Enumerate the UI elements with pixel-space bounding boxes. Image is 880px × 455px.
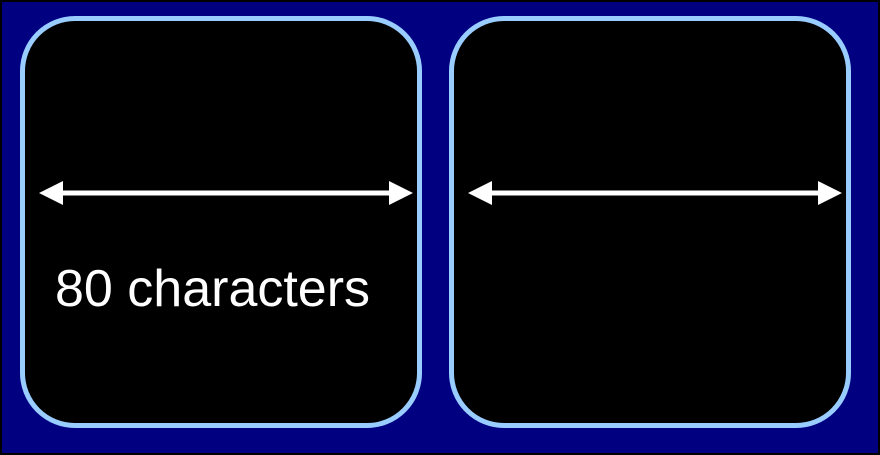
width-caption: 80 characters: [55, 260, 371, 318]
right-panel: [449, 16, 851, 428]
arrow-head-right: [818, 181, 842, 205]
double-headed-arrow-icon: [39, 181, 413, 205]
arrow-head-right: [389, 181, 413, 205]
arrow-head-left: [39, 181, 63, 205]
double-headed-arrow-icon: [468, 181, 842, 205]
left-panel: 80 characters: [20, 16, 422, 428]
arrow-head-left: [468, 181, 492, 205]
